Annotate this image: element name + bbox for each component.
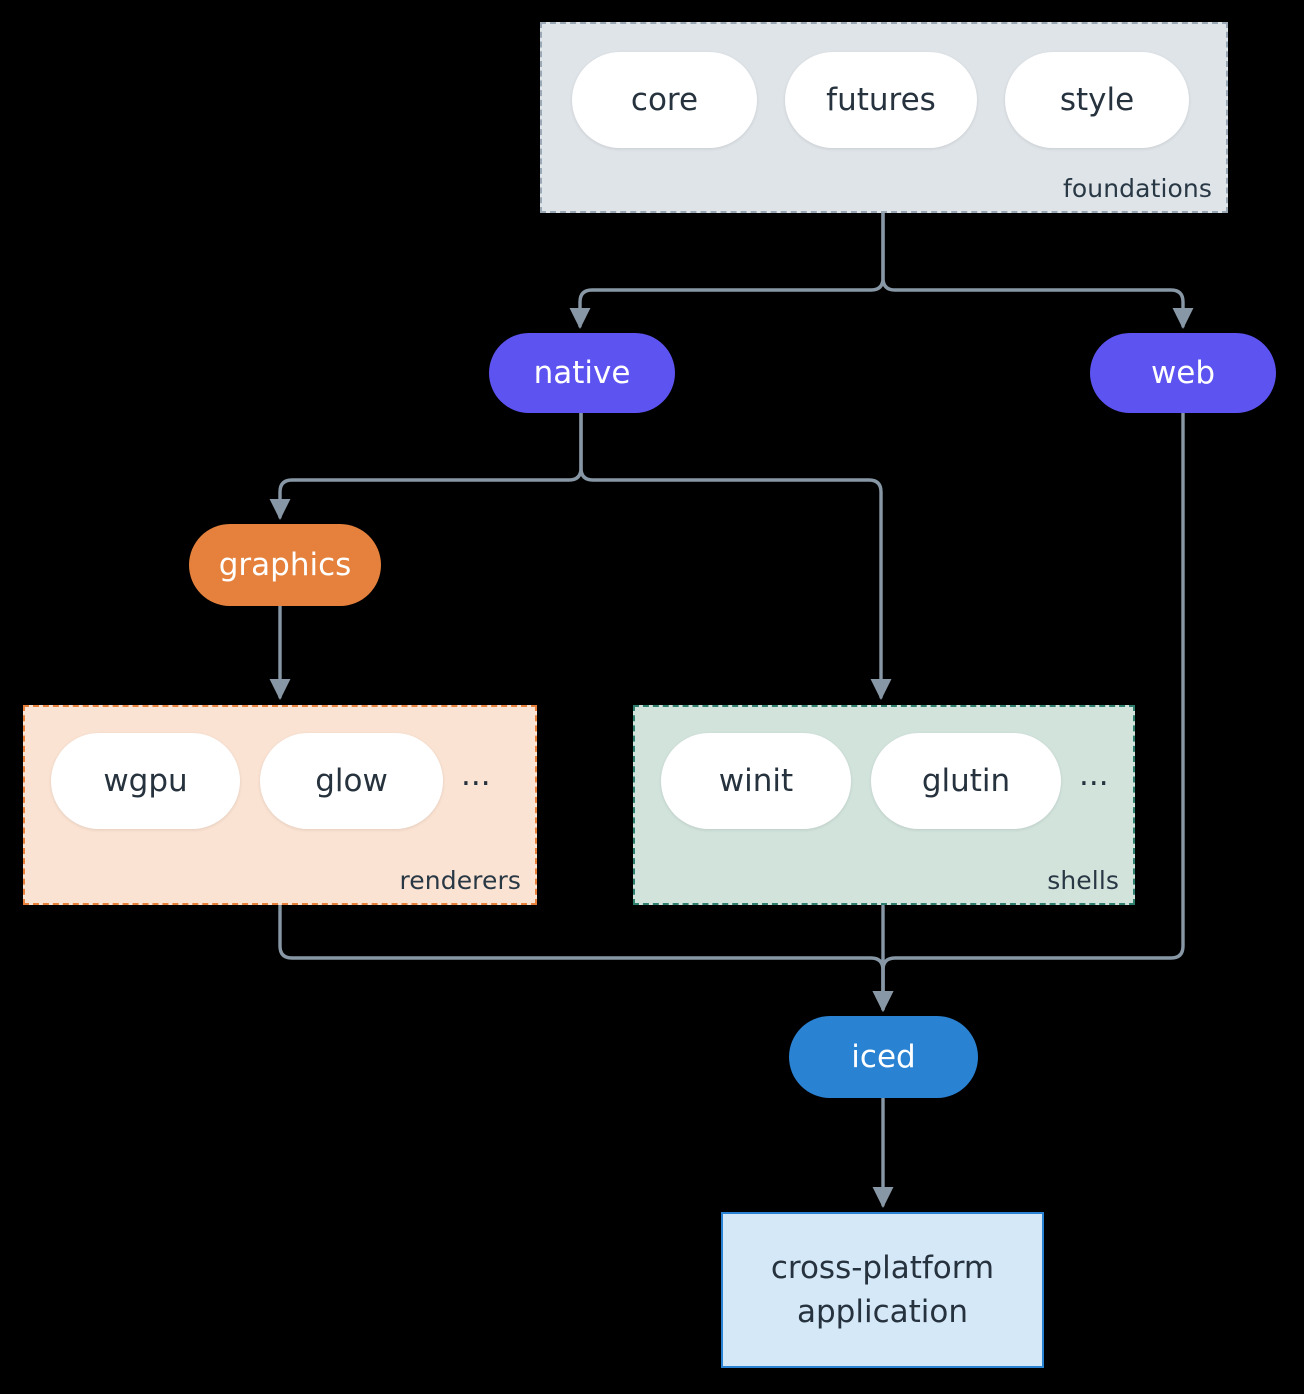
node-application[interactable]: cross-platform application — [721, 1212, 1044, 1368]
edge-native-graphics — [269, 411, 583, 520]
group-shells: winit glutin ... shells — [633, 705, 1135, 905]
group-shells-label: shells — [1047, 866, 1119, 895]
leaf-glow[interactable]: glow — [260, 733, 443, 829]
edge-renderers-iced — [278, 904, 894, 1012]
group-renderers-items: wgpu glow ... — [51, 733, 491, 829]
shells-ellipsis: ... — [1079, 756, 1109, 793]
group-foundations: core futures style foundations — [540, 22, 1228, 213]
leaf-wgpu[interactable]: wgpu — [51, 733, 240, 829]
group-renderers-label: renderers — [399, 866, 521, 895]
edge-foundations-native — [569, 211, 885, 329]
group-foundations-items: core futures style — [572, 52, 1189, 148]
node-web[interactable]: web — [1090, 333, 1276, 413]
renderers-ellipsis: ... — [461, 756, 491, 793]
leaf-glutin[interactable]: glutin — [871, 733, 1061, 829]
node-application-line2: application — [797, 1294, 968, 1330]
node-iced[interactable]: iced — [789, 1016, 978, 1098]
node-application-line1: cross-platform — [770, 1249, 995, 1286]
group-renderers: wgpu glow ... renderers — [23, 705, 537, 905]
edge-foundations-web — [881, 211, 1194, 329]
edge-native-shells — [579, 411, 892, 700]
group-foundations-label: foundations — [1063, 174, 1212, 203]
leaf-futures[interactable]: futures — [785, 52, 977, 148]
node-native[interactable]: native — [489, 333, 675, 413]
group-shells-items: winit glutin ... — [661, 733, 1109, 829]
node-graphics[interactable]: graphics — [189, 524, 381, 606]
leaf-winit[interactable]: winit — [661, 733, 851, 829]
leaf-style[interactable]: style — [1005, 52, 1189, 148]
leaf-core[interactable]: core — [572, 52, 757, 148]
